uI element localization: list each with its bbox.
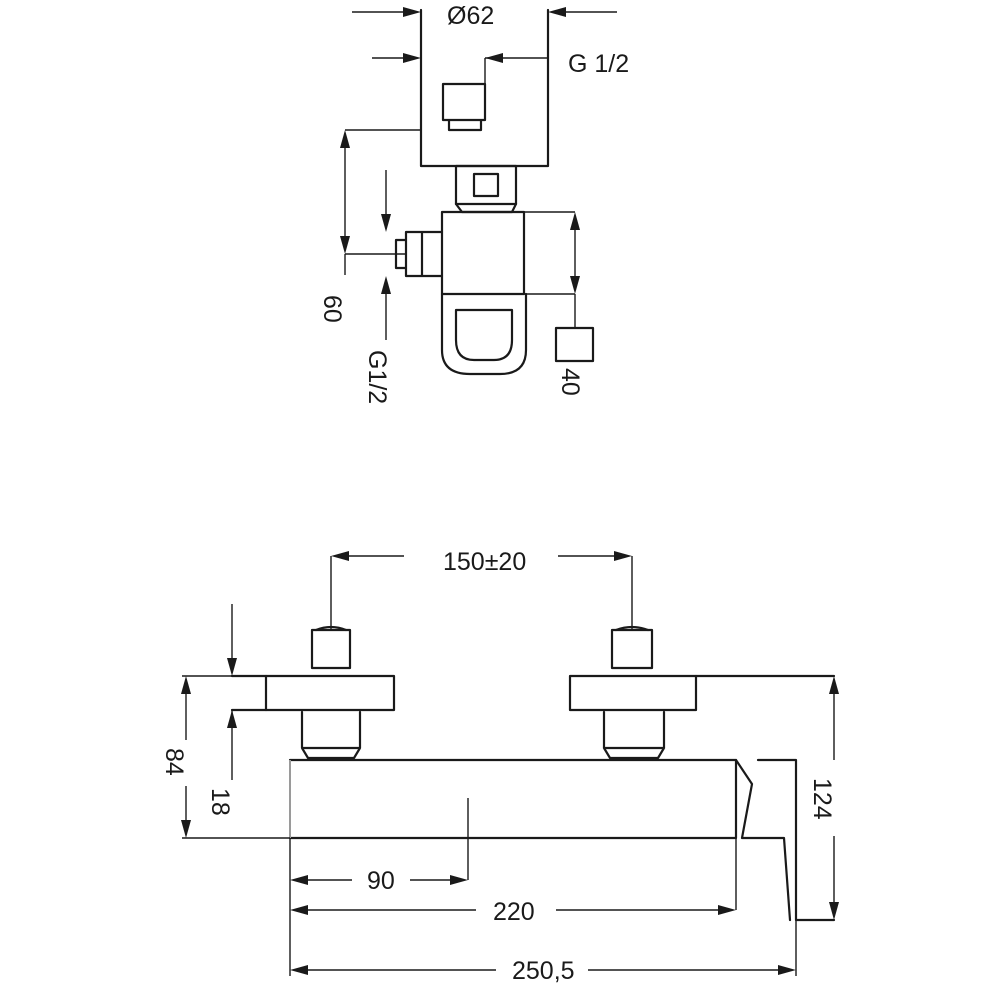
top-neck-square <box>472 172 500 198</box>
body-length-label: 220 <box>493 898 535 926</box>
right-flange <box>568 674 698 712</box>
top-valve-body <box>440 210 526 296</box>
top-collar <box>454 202 518 214</box>
overall-length-label: 250,5 <box>512 957 575 985</box>
offset-label: 18 <box>206 788 234 816</box>
left-flange <box>230 674 396 712</box>
mixer-lever <box>734 758 836 922</box>
right-connector-nut <box>602 710 666 760</box>
right-inlet-nut <box>610 628 654 670</box>
thread-top-label: G 1/2 <box>568 50 629 78</box>
spacing-label: 150±20 <box>443 548 526 576</box>
height-label: 60 <box>318 295 346 323</box>
diameter-label: Ø62 <box>447 2 494 30</box>
center-label: 90 <box>367 867 395 895</box>
top-handle-inner <box>454 308 514 362</box>
top-view: Ø62 G 1/2 60 G1/2 40 <box>318 2 629 404</box>
left-inlet-nut <box>310 628 352 670</box>
front-view: 150±20 84 18 124 90 220 <box>160 548 839 985</box>
mixer-body <box>288 758 738 840</box>
top-inlet-thread <box>441 82 487 132</box>
left-connector-nut <box>300 710 362 760</box>
top-handle <box>440 292 528 376</box>
total-height-label: 124 <box>808 778 836 820</box>
height-inlet-label: 84 <box>160 748 188 776</box>
top-neck <box>454 164 518 206</box>
width-label: 40 <box>556 368 584 396</box>
top-dim-box <box>554 326 595 363</box>
thread-side-label: G1/2 <box>363 350 391 404</box>
